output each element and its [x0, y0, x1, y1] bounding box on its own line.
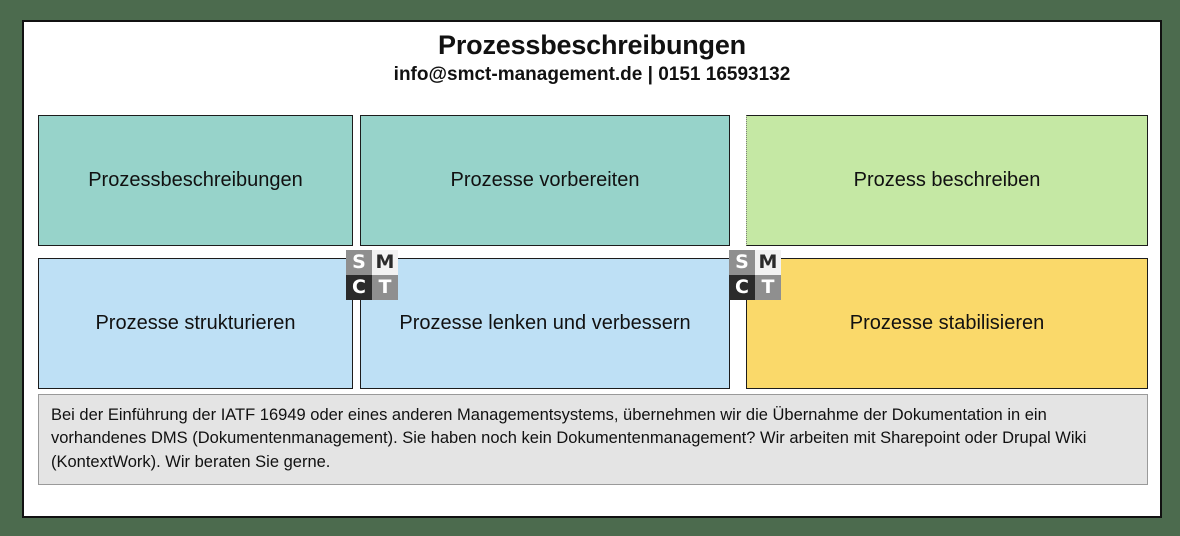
- card-header: Prozessbeschreibungen info@smct-manageme…: [24, 22, 1160, 87]
- tile-label: Prozesse stabilisieren: [849, 312, 1045, 334]
- tile-label: Prozess beschreiben: [853, 169, 1041, 191]
- tile-label: Prozesse strukturieren: [95, 312, 296, 334]
- tile-prozesse-vorbereiten[interactable]: Prozesse vorbereiten: [360, 115, 730, 246]
- page-title: Prozessbeschreibungen: [438, 30, 746, 60]
- process-description-card: Prozessbeschreibungen info@smct-manageme…: [22, 20, 1162, 518]
- footer-note: Bei der Einführung der IATF 16949 oder e…: [38, 394, 1148, 486]
- tile-label: Prozessbeschreibungen: [88, 169, 303, 191]
- tile-prozess-beschreiben[interactable]: Prozess beschreiben: [746, 115, 1148, 246]
- tile-gap: [730, 258, 746, 389]
- tile-prozesse-strukturieren[interactable]: Prozesse strukturieren: [38, 258, 353, 389]
- tile-prozesse-lenken-und-verbessern[interactable]: Prozesse lenken und verbessern: [360, 258, 730, 389]
- tile-label: Prozesse vorbereiten: [450, 169, 640, 191]
- contact-line: info@smct-management.de | 0151 16593132: [393, 64, 791, 86]
- tile-row-top: Prozessbeschreibungen Prozesse vorbereit…: [38, 115, 1148, 246]
- tile-label: Prozesse lenken und verbessern: [399, 312, 691, 334]
- tile-gap: [353, 115, 360, 246]
- process-tile-grid: Prozessbeschreibungen Prozesse vorbereit…: [38, 115, 1148, 389]
- tile-gap: [353, 258, 360, 389]
- tile-row-bottom: Prozesse strukturieren Prozesse lenken u…: [38, 258, 1148, 389]
- tile-gap: [730, 115, 746, 246]
- tile-prozessbeschreibungen[interactable]: Prozessbeschreibungen: [38, 115, 353, 246]
- tile-prozesse-stabilisieren[interactable]: Prozesse stabilisieren: [746, 258, 1148, 389]
